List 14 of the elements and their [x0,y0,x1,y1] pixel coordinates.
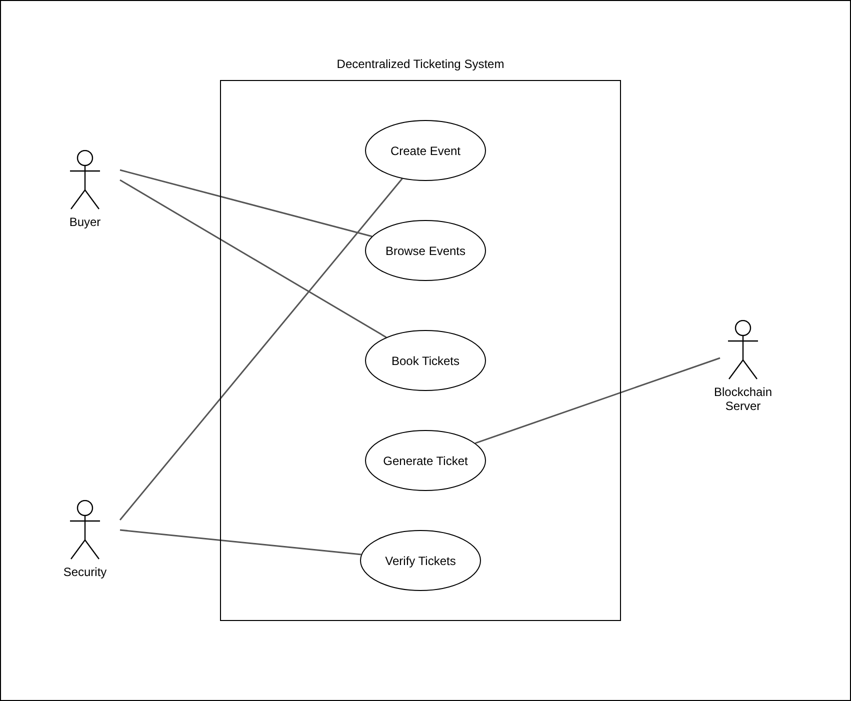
use-case-label: Verify Tickets [384,554,457,568]
actor-label: Security [62,565,108,579]
actor-label: Blockchain Server [712,385,774,413]
use-case-label: Create Event [389,144,462,158]
association-line [120,169,372,238]
use-case-label: Browse Events [384,244,467,258]
association-line [120,179,387,338]
system-title: Decentralized Ticketing System [336,57,506,71]
association-line [475,357,720,444]
actor-label: Buyer [68,215,102,229]
association-line [119,178,403,520]
association-line [120,529,362,556]
use-case-label: Generate Ticket [382,454,469,468]
use-case-label: Book Tickets [390,354,461,368]
